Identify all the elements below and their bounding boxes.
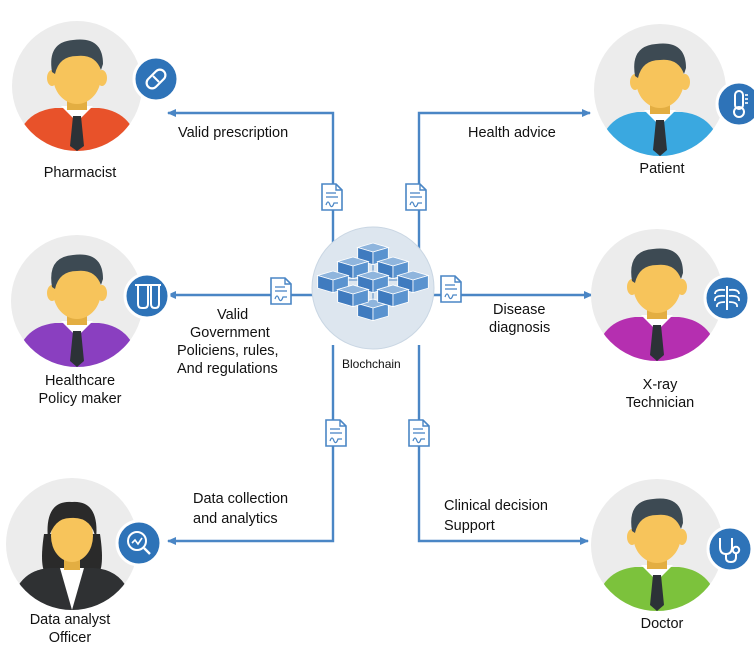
avatar-shape <box>53 263 101 319</box>
avatar-shape <box>60 568 84 610</box>
document-icon <box>408 419 430 447</box>
flow-label-valid: Valid <box>217 307 249 323</box>
avatar-shape <box>15 39 139 151</box>
flow-label-government: Government <box>190 325 270 341</box>
blockchain-hub <box>311 226 435 350</box>
avatar-shape <box>70 331 84 367</box>
avatar-patient <box>594 24 726 156</box>
thermometer-icon <box>715 80 754 128</box>
blockchain-cubes-icon <box>316 242 430 322</box>
document-icon <box>405 183 427 211</box>
avatar-shape <box>631 498 683 533</box>
flow-label-policiens-rules: Policiens, rules, <box>177 343 279 359</box>
avatar-shape <box>650 325 664 361</box>
lab-flask-icon <box>123 272 171 320</box>
cube-face <box>352 288 369 308</box>
avatar-shape <box>51 510 93 562</box>
role-label-analyst-line2: Officer <box>48 630 92 646</box>
stethoscope-icon <box>706 525 754 573</box>
document-icon <box>440 275 462 303</box>
role-label-xray-line2: Technician <box>625 395 695 411</box>
avatar-shape <box>595 498 719 611</box>
flow-label-support: Support <box>444 518 495 534</box>
role-label-doctor: Doctor <box>640 616 684 632</box>
avatar-shape <box>634 43 686 78</box>
avatar-shape <box>51 39 103 74</box>
avatar-shape <box>51 254 103 289</box>
avatar-shape <box>636 52 684 108</box>
flow-to-doctor <box>417 345 589 545</box>
avatar-shape <box>10 501 134 610</box>
avatar-shape <box>595 248 719 361</box>
avatar-shape <box>47 501 97 540</box>
blockchain-label: Blochchain <box>342 357 401 371</box>
avatar-pharmacist <box>12 21 142 151</box>
avatar-shape <box>650 575 664 611</box>
flow-label-diagnosis: diagnosis <box>489 320 551 336</box>
flow-to-data-analyst <box>167 345 335 545</box>
avatar-data-analyst <box>6 478 138 610</box>
avatar-shape <box>70 116 84 151</box>
pill-icon <box>132 55 180 103</box>
flow-label-data-collection: Data collection <box>193 491 289 507</box>
avatar-doctor <box>591 479 723 611</box>
flow-label-health-advice: Health advice <box>468 125 556 141</box>
cube-face <box>412 274 429 294</box>
avatar-shape <box>598 43 722 156</box>
ribcage-icon <box>703 274 751 322</box>
role-label-xray-line1: X-ray <box>642 377 678 393</box>
flow-label-disease: Disease <box>493 302 546 318</box>
document-icon <box>321 183 343 211</box>
document-icon <box>325 419 347 447</box>
avatar-policy-maker <box>11 235 143 367</box>
role-label-policy-maker-line1: Healthcare <box>44 373 116 389</box>
avatar-shape <box>53 48 101 104</box>
avatar-shape <box>653 120 667 156</box>
avatar-shape <box>633 507 681 563</box>
document-icon <box>270 277 292 305</box>
role-label-analyst-line1: Data analyst <box>29 612 111 628</box>
avatar-shape <box>15 254 139 367</box>
role-label-policy-maker-line2: Policy maker <box>38 391 122 407</box>
avatar-xray-technician <box>591 229 723 361</box>
flow-label-clinical-decision: Clinical decision <box>444 498 548 514</box>
role-label-pharmacist: Pharmacist <box>43 165 117 181</box>
role-label-patient: Patient <box>639 161 685 177</box>
cube-face <box>372 302 389 322</box>
flow-label-and-analytics: and analytics <box>193 511 278 527</box>
flow-label-and-regulations: And regulations <box>177 361 278 377</box>
magnifier-chart-icon <box>115 519 163 567</box>
flow-label-valid-prescription: Valid prescription <box>178 125 289 141</box>
avatar-shape <box>631 248 683 283</box>
avatar-shape <box>633 257 681 313</box>
cube-face <box>392 288 409 308</box>
